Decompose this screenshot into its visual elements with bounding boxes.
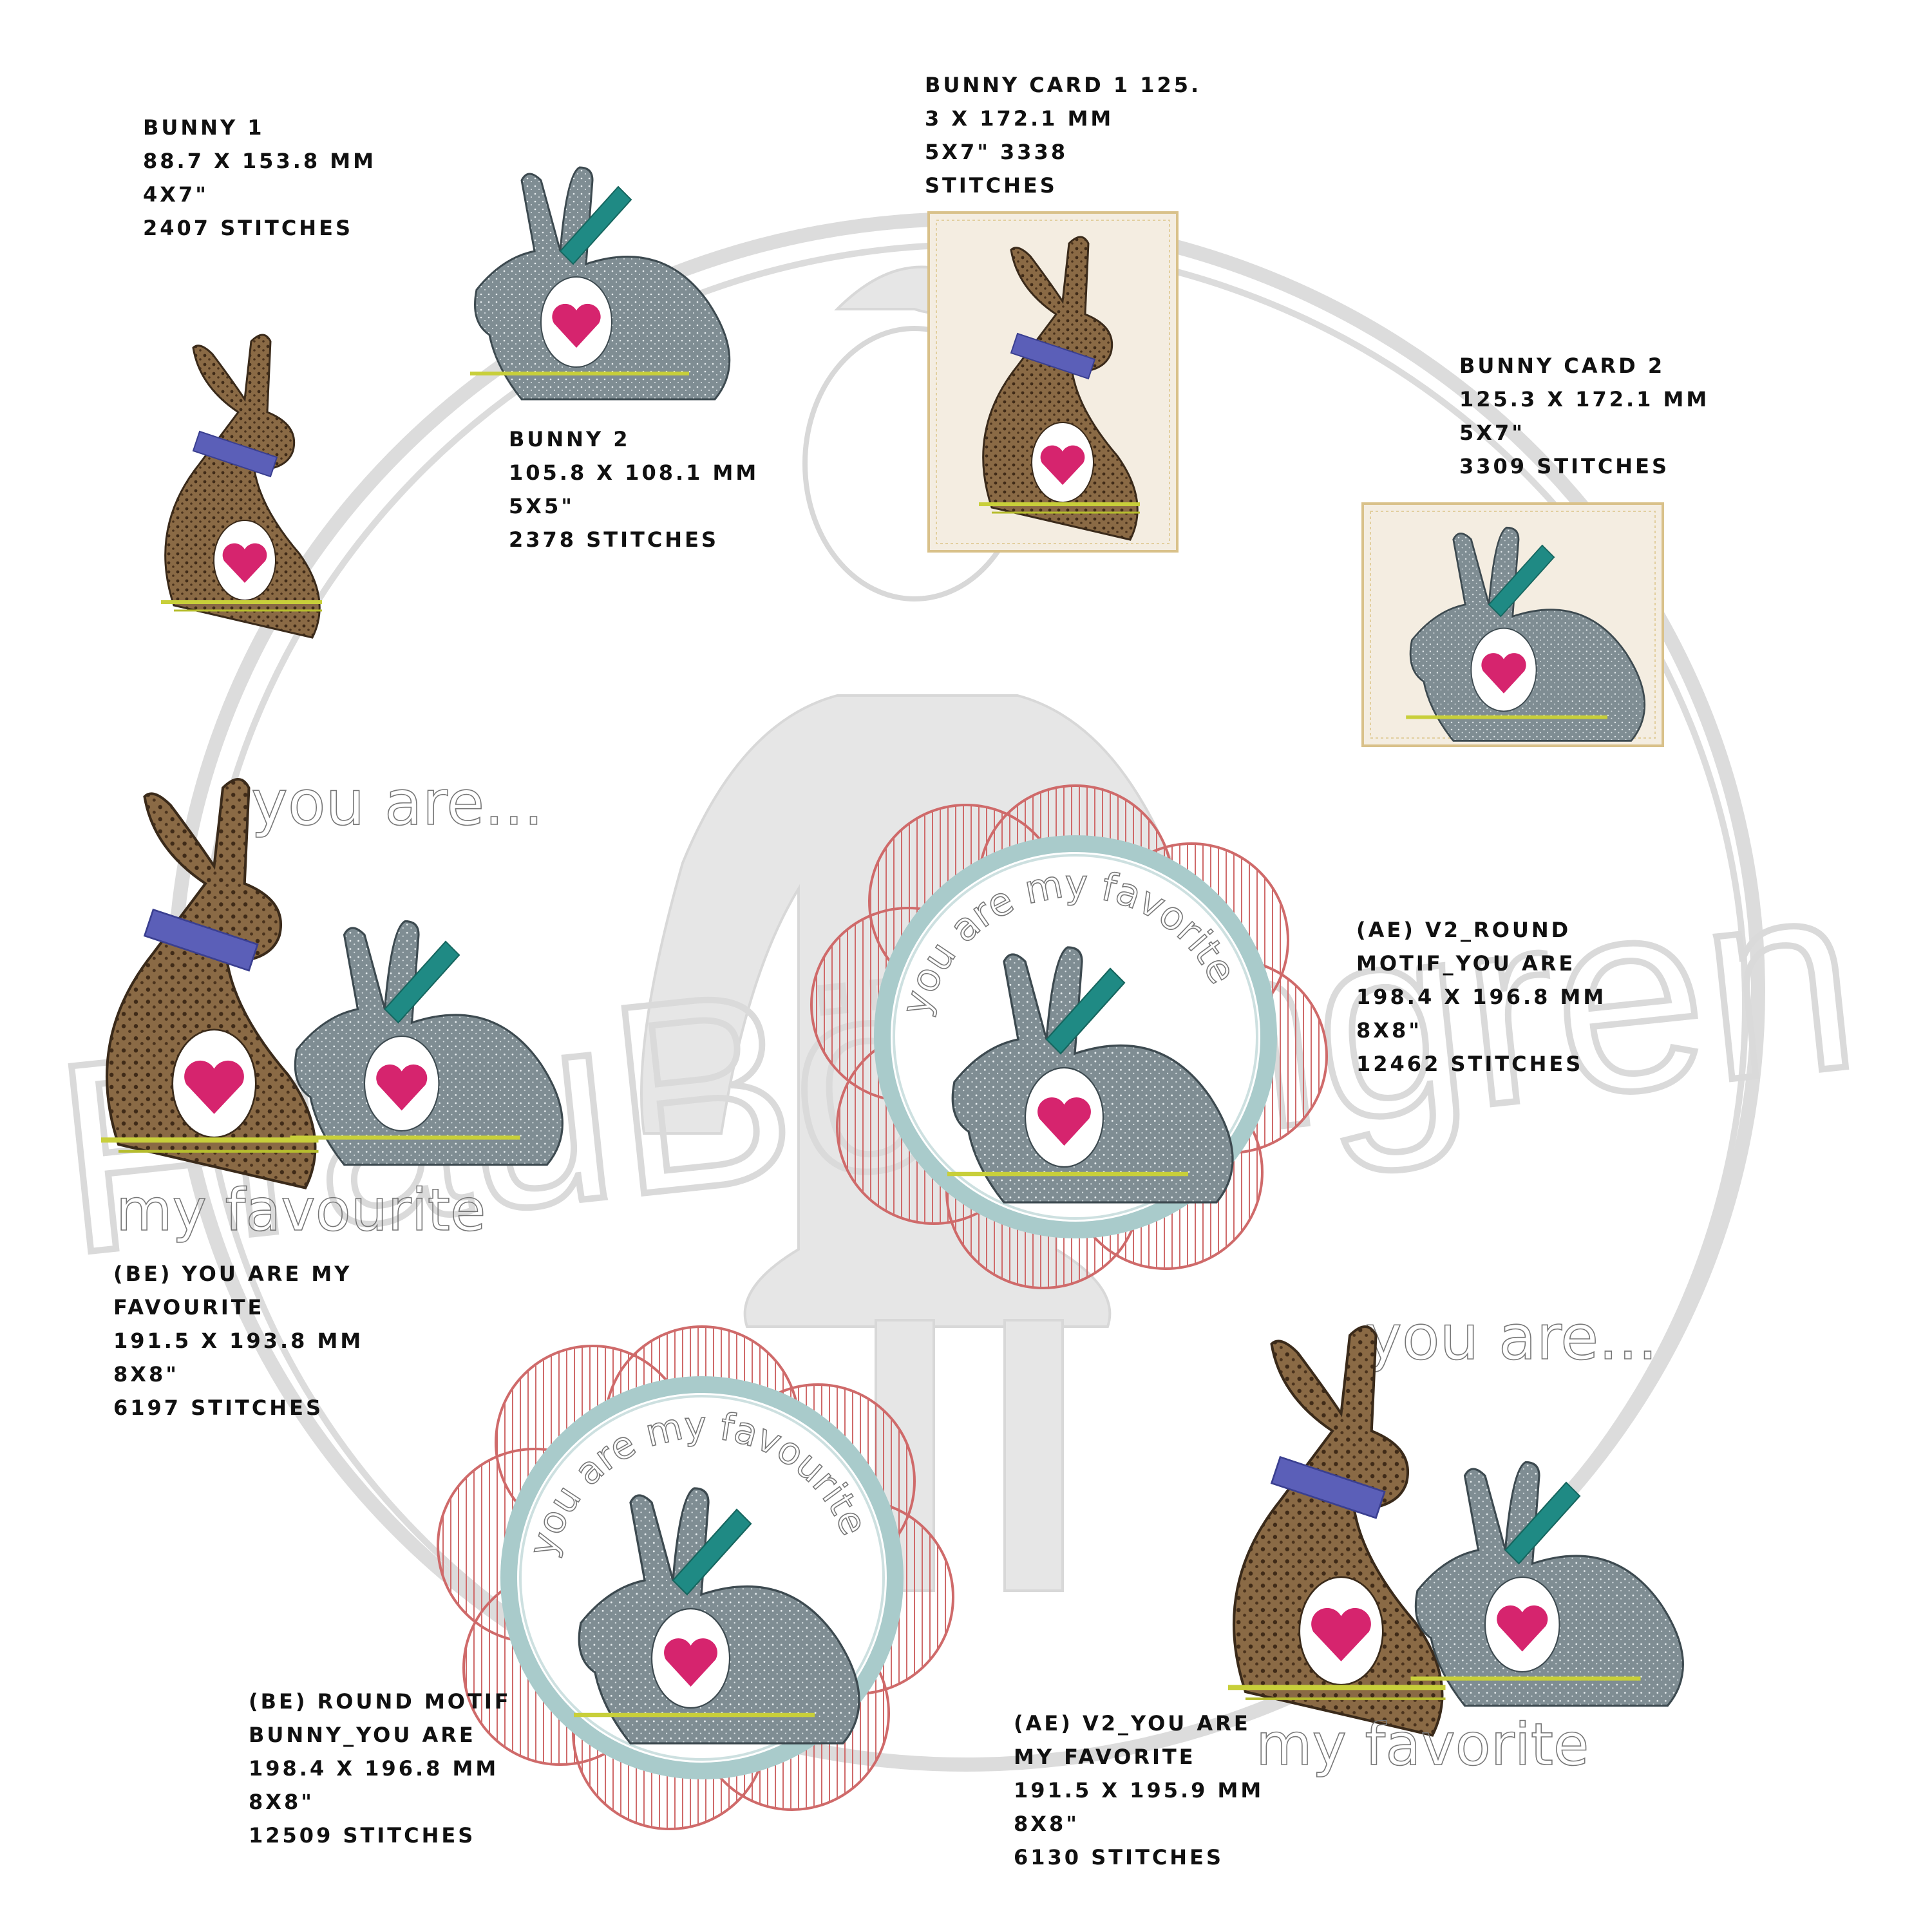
- card1-label: Bunny Card 1 125.3 x 172.1 mm 5x7" 3338S…: [925, 73, 1202, 198]
- bunny1-label: Bunny 188.7 x 153.8 mm 4x7"2407 Stitches: [143, 115, 376, 240]
- card1-motif: [927, 211, 1179, 553]
- bunny2-motif: [464, 161, 734, 393]
- bunny1-motif: [142, 296, 335, 631]
- be-pair-top-text: you are...: [251, 767, 544, 839]
- be-pair-bottom-text: my favourite: [116, 1177, 486, 1244]
- be-pair-motif: you are... my favourite: [71, 766, 586, 1245]
- ae-pair-motif: you are... my favorite: [1198, 1301, 1687, 1779]
- be-round-label: (BE) round motifBunny_You are 198.4 x 19…: [249, 1689, 511, 1848]
- be-round-motif: you are my favourite: [437, 1325, 954, 1830]
- ae-round-label: (AE) V2_roundmotif_You are 198.4 x 196.8…: [1356, 918, 1607, 1076]
- ae-pair-bottom-text: my favorite: [1256, 1711, 1589, 1779]
- card2-motif: [1361, 502, 1664, 747]
- ae-round-motif: you are my favorite: [810, 784, 1328, 1289]
- ae-pair-top-text: you are...: [1365, 1302, 1658, 1374]
